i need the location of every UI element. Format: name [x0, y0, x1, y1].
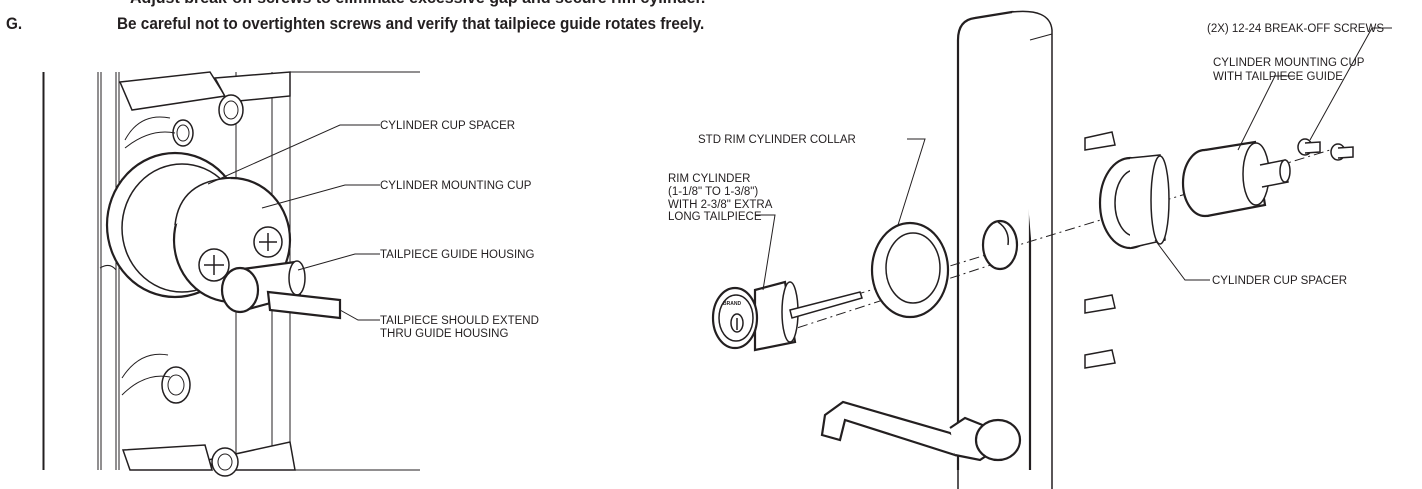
label-rim-cylinder-tailpiece: WITH 2-3/8" EXTRA [668, 199, 773, 211]
rim-cylinder: BRAND [711, 280, 863, 352]
break-off-screws [1297, 138, 1354, 161]
label-tailpiece-extend: TAILPIECE SHOULD EXTEND [380, 315, 539, 327]
trim-cylinder-hole [981, 219, 1019, 271]
mounting-cup-part [1181, 140, 1291, 218]
label-rim-cylinder-tailpiece-2: LONG TAILPIECE [668, 211, 762, 223]
label-mounting-cup-guide-2: WITH TAILPIECE GUIDE [1213, 71, 1343, 83]
label-mounting-cup-guide: CYLINDER MOUNTING CUP [1213, 57, 1365, 69]
mounting-studs [1084, 131, 1116, 369]
top-hardware [118, 71, 291, 149]
bottom-hardware [99, 264, 296, 477]
rim-cylinder-collar [870, 221, 950, 319]
label-rim-cylinder-collar: STD RIM CYLINDER COLLAR [698, 134, 856, 146]
tailpiece [266, 290, 342, 320]
cut-off-instruction: Adjust break-off screws to eliminate exc… [130, 0, 705, 8]
right-detail-view: BRAND [668, 10, 1392, 489]
left-detail-view: CYLINDER CUP SPACER CYLINDER MOUNTING CU… [42, 71, 539, 477]
label-cylinder-mounting-cup: CYLINDER MOUNTING CUP [380, 180, 532, 192]
lever-handle [820, 400, 1022, 462]
cylinder-cup-spacer-part [1098, 154, 1170, 250]
cylinder-brand-mark: BRAND [723, 301, 741, 307]
label-rim-cylinder-size: (1-1/8" TO 1-3/8") [668, 186, 758, 198]
label-break-off-screws: (2X) 12-24 BREAK-OFF SCREWS [1207, 23, 1384, 35]
label-rim-cylinder: RIM CYLINDER [668, 173, 750, 185]
label-cylinder-cup-spacer-right: CYLINDER CUP SPACER [1212, 275, 1347, 287]
step-instruction: Be careful not to overtighten screws and… [117, 14, 705, 33]
label-tailpiece-guide-housing: TAILPIECE GUIDE HOUSING [380, 249, 534, 261]
step-letter: G. [6, 14, 23, 33]
label-tailpiece-extend-2: THRU GUIDE HOUSING [380, 328, 508, 340]
label-cylinder-cup-spacer: CYLINDER CUP SPACER [380, 120, 515, 132]
